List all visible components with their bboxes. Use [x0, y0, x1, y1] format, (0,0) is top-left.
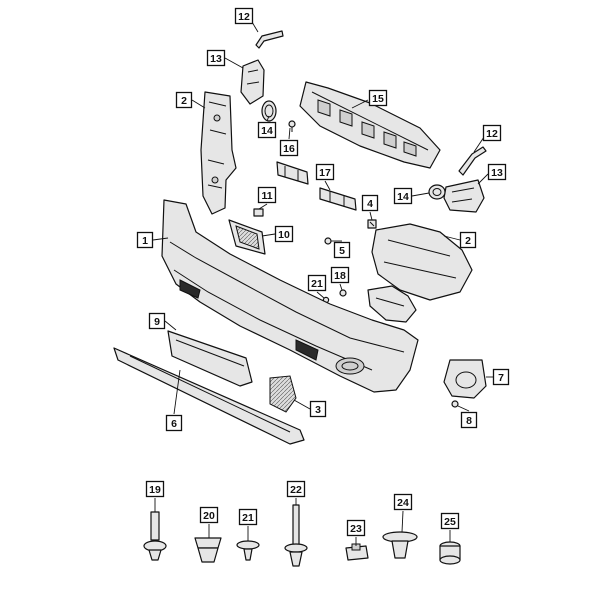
callout-8: 8	[460, 411, 478, 429]
callout-number: 7	[498, 372, 504, 384]
callout-2: 2	[459, 231, 477, 249]
callout-number: 21	[242, 512, 254, 524]
part-9-bracket	[167, 330, 253, 387]
part-12-left-strip	[255, 30, 284, 49]
callout-19: 19	[145, 480, 165, 498]
callout-number: 14	[261, 125, 273, 137]
callout-number: 1	[142, 235, 148, 247]
fastener-23	[345, 543, 369, 561]
callout-25: 25	[440, 512, 460, 530]
callout-number: 2	[465, 235, 471, 247]
callout-1: 1	[136, 231, 154, 249]
callout-23: 23	[346, 519, 366, 537]
callout-7: 7	[492, 368, 510, 386]
callout-10: 10	[274, 225, 294, 243]
callout-3: 3	[309, 400, 327, 418]
callout-number: 10	[278, 229, 290, 241]
callout-number: 11	[261, 190, 272, 202]
part-18-pin	[339, 289, 347, 297]
fastener-19	[143, 511, 167, 561]
callout-14: 14	[257, 121, 277, 139]
part-13-left-bracket	[240, 59, 265, 105]
callout-21: 21	[238, 508, 258, 526]
leader-lines	[152, 21, 493, 546]
callout-18: 18	[330, 266, 350, 284]
part-12-right-strip	[458, 146, 487, 176]
part-2-right-bracket	[367, 223, 473, 323]
part-16-bracket	[276, 161, 309, 185]
part-5-screw	[324, 237, 332, 245]
part-15-energy-absorber	[299, 81, 441, 169]
callout-14: 14	[393, 187, 413, 205]
callout-number: 20	[203, 510, 215, 522]
part-13-right-bracket	[443, 179, 485, 213]
callout-number: 19	[149, 484, 161, 496]
part-11-clip	[253, 208, 264, 217]
callout-number: 13	[210, 53, 222, 65]
part-8-screw	[451, 400, 459, 408]
callout-number: 15	[372, 93, 384, 105]
callout-5: 5	[333, 241, 351, 259]
part-1-bumper-fascia	[161, 199, 419, 393]
fastener-24	[382, 531, 418, 559]
callout-number: 24	[397, 497, 409, 509]
callout-number: 2	[181, 95, 187, 107]
callout-number: 5	[339, 245, 345, 257]
callout-12: 12	[234, 7, 254, 25]
callout-number: 9	[154, 316, 160, 328]
callout-number: 4	[367, 198, 373, 210]
callout-number: 23	[350, 523, 362, 535]
part-14-left-grommet	[261, 100, 277, 122]
callout-number: 18	[334, 270, 346, 282]
part-14-right-grommet	[428, 184, 446, 200]
callout-number: 25	[444, 516, 456, 528]
callout-number: 12	[486, 128, 498, 140]
push-pin-upper	[288, 120, 296, 132]
callout-12: 12	[482, 124, 502, 142]
callout-number: 3	[315, 404, 321, 416]
callout-number: 6	[171, 418, 177, 430]
fastener-20	[194, 537, 222, 563]
callout-15: 15	[368, 89, 388, 107]
callout-13: 13	[206, 49, 226, 67]
callout-22: 22	[286, 480, 306, 498]
fastener-21	[236, 540, 260, 561]
callout-number: 12	[238, 11, 250, 23]
part-3-grille	[269, 375, 297, 413]
part-10-bezel	[228, 219, 266, 255]
callout-number: 16	[283, 143, 295, 155]
part-17-bracket	[319, 187, 357, 211]
callout-number: 21	[311, 278, 323, 290]
callout-24: 24	[393, 493, 413, 511]
callout-21: 21	[307, 274, 327, 292]
part-4-clip	[367, 219, 377, 229]
callout-2: 2	[175, 91, 193, 109]
fastener-22	[284, 504, 308, 567]
part-7-fog-lamp	[443, 359, 487, 399]
callout-9: 9	[148, 312, 166, 330]
callout-16: 16	[279, 139, 299, 157]
callout-11: 11	[257, 186, 277, 204]
part-2-left-bracket	[200, 91, 237, 215]
callout-4: 4	[361, 194, 379, 212]
part-6-lower-strip	[113, 347, 305, 445]
callout-number: 17	[319, 167, 331, 179]
fastener-25	[439, 541, 461, 565]
callout-17: 17	[315, 163, 335, 181]
callout-6: 6	[165, 414, 183, 432]
callout-number: 13	[491, 167, 503, 179]
callout-number: 22	[290, 484, 302, 496]
callout-13: 13	[487, 163, 507, 181]
callout-number: 8	[466, 415, 472, 427]
callout-number: 14	[397, 191, 409, 203]
callout-20: 20	[199, 506, 219, 524]
